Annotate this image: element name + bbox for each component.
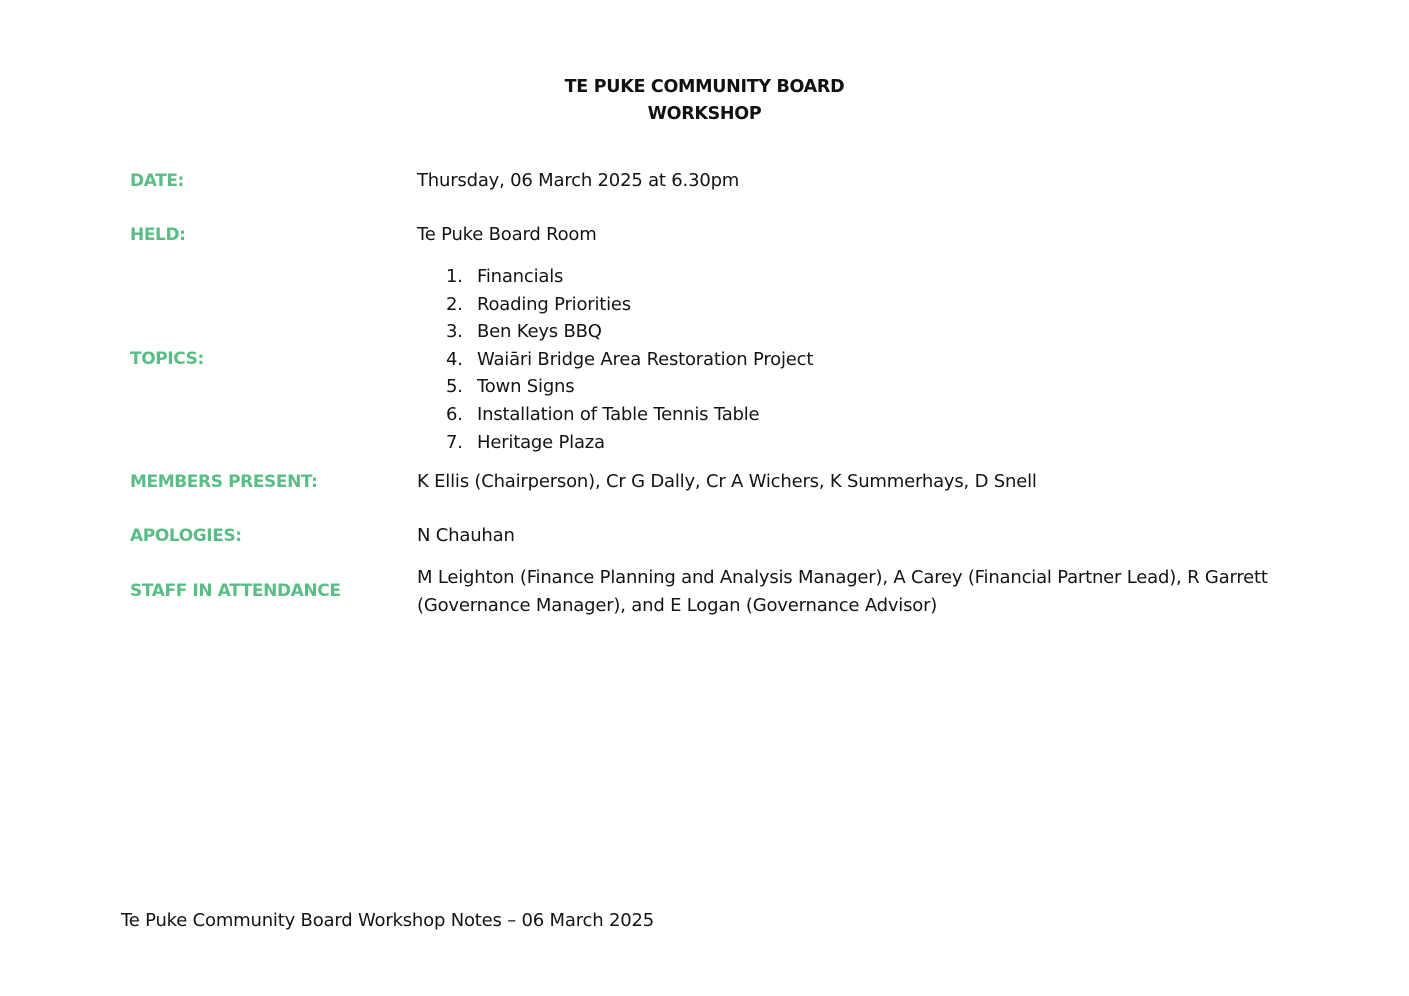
list-item: 3.Ben Keys BBQ (446, 321, 602, 343)
date-label: DATE: (130, 171, 184, 191)
held-label: HELD: (130, 225, 186, 245)
topics-label: TOPICS: (130, 349, 204, 369)
footer-text: Te Puke Community Board Workshop Notes –… (121, 910, 654, 931)
held-value: Te Puke Board Room (417, 224, 597, 245)
staff-label: STAFF IN ATTENDANCE (130, 581, 341, 601)
list-item: 5.Town Signs (446, 376, 575, 398)
list-item: 6.Installation of Table Tennis Table (446, 403, 760, 425)
members-present-label: MEMBERS PRESENT: (130, 472, 318, 492)
topics-list: 1.Financials 2.Roading Priorities 3.Ben … (446, 263, 813, 456)
page-title: TE PUKE COMMUNITY BOARD WORKSHOP (0, 74, 1409, 128)
apologies-label: APOLOGIES: (130, 526, 242, 546)
list-item: 2.Roading Priorities (446, 293, 631, 315)
members-present-value: K Ellis (Chairperson), Cr G Dally, Cr A … (417, 471, 1037, 492)
title-line-2: WORKSHOP (647, 104, 762, 124)
title-line-1: TE PUKE COMMUNITY BOARD (564, 77, 845, 97)
date-value: Thursday, 06 March 2025 at 6.30pm (417, 170, 740, 191)
list-item: 1.Financials (446, 266, 564, 287)
list-item: 7.Heritage Plaza (446, 431, 605, 453)
apologies-value: N Chauhan (417, 525, 515, 546)
list-item: 4.Waiāri Bridge Area Restoration Project (446, 348, 814, 370)
staff-value: M Leighton (Finance Planning and Analysi… (417, 567, 1268, 616)
